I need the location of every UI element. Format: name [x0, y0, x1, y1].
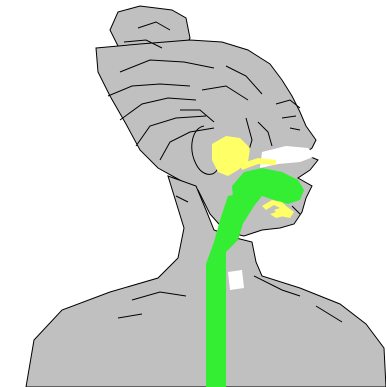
- larynx: [228, 270, 244, 290]
